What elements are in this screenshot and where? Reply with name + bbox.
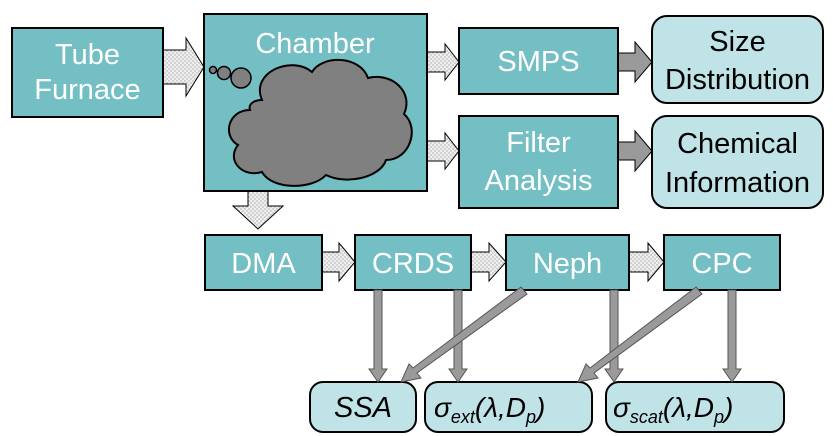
arrow-neph-to-cpc	[628, 241, 665, 283]
size-distribution-label-line2: Distribution	[665, 64, 810, 96]
svg-text:σext(λ,Dp): σext(λ,Dp)	[434, 392, 545, 427]
filter-analysis-label-line1: Filter	[506, 127, 571, 159]
neph-label: Neph	[533, 248, 602, 280]
smps-label: SMPS	[497, 46, 579, 78]
arrow-cpc-to-sigma-ext	[577, 286, 703, 383]
sigma-scat-arg-subscript: p	[713, 407, 724, 427]
dma-label: DMA	[231, 248, 296, 280]
sigma-ext-arg-subscript: p	[525, 407, 536, 427]
arrow-furnace-to-chamber	[162, 36, 205, 98]
arrow-neph-to-sigma-scat	[604, 289, 624, 383]
filter-analysis-label-line2: Analysis	[485, 165, 593, 197]
size-distribution-label-line1: Size	[709, 26, 765, 58]
arrow-filter-to-chemical-information	[617, 129, 653, 173]
arrow-smps-to-size-distribution	[617, 40, 653, 84]
arrow-chamber-to-dma	[231, 190, 285, 230]
chemical-information-output: Chemical Information	[651, 115, 824, 209]
arrow-crds-to-neph	[470, 241, 507, 283]
chemical-information-label-line2: Information	[665, 167, 810, 199]
arrow-cpc-to-sigma-scat	[722, 289, 742, 383]
smoke-cloud-icon	[208, 59, 413, 187]
ssa-label: SSA	[334, 392, 392, 424]
tube-furnace-label-line2: Furnace	[34, 74, 140, 106]
arrow-dma-to-crds	[321, 241, 356, 283]
sigma-scat-symbol: σ	[613, 392, 631, 423]
ssa-output: SSA	[309, 381, 417, 433]
tube-furnace-box: Tube Furnace	[11, 27, 164, 118]
sigma-ext-args: (λ,D	[475, 392, 526, 423]
sigma-ext-symbol: σ	[434, 392, 452, 423]
chamber-box: Chamber	[203, 13, 428, 192]
tube-furnace-label-line1: Tube	[55, 39, 120, 71]
crds-label: CRDS	[372, 248, 454, 280]
arrow-chamber-to-smps	[426, 42, 460, 82]
sigma-scat-subscript: scat	[630, 407, 664, 427]
size-distribution-output: Size Distribution	[651, 15, 824, 104]
smps-box: SMPS	[458, 27, 619, 95]
sigma-scat-output: σscat(λ,Dp)	[605, 381, 785, 433]
neph-box: Neph	[505, 234, 630, 291]
chemical-information-label-line1: Chemical	[677, 128, 798, 160]
arrow-neph-to-ssa	[400, 286, 528, 383]
cpc-label: CPC	[691, 248, 752, 280]
svg-text:σscat(λ,Dp): σscat(λ,Dp)	[613, 392, 733, 427]
filter-analysis-box: Filter Analysis	[458, 115, 619, 209]
result-connectors	[368, 286, 742, 383]
arrow-crds-to-ssa	[368, 289, 388, 383]
dma-box: DMA	[204, 234, 323, 291]
sigma-scat-close: )	[721, 392, 733, 423]
sigma-ext-subscript: ext	[451, 407, 476, 427]
chamber-label: Chamber	[255, 28, 375, 60]
sigma-scat-args: (λ,D	[663, 392, 714, 423]
arrow-chamber-to-filter	[426, 131, 460, 171]
sigma-ext-close: )	[533, 392, 545, 423]
cpc-box: CPC	[663, 234, 781, 291]
sigma-ext-output: σext(λ,Dp)	[424, 381, 593, 433]
crds-box: CRDS	[354, 234, 472, 291]
